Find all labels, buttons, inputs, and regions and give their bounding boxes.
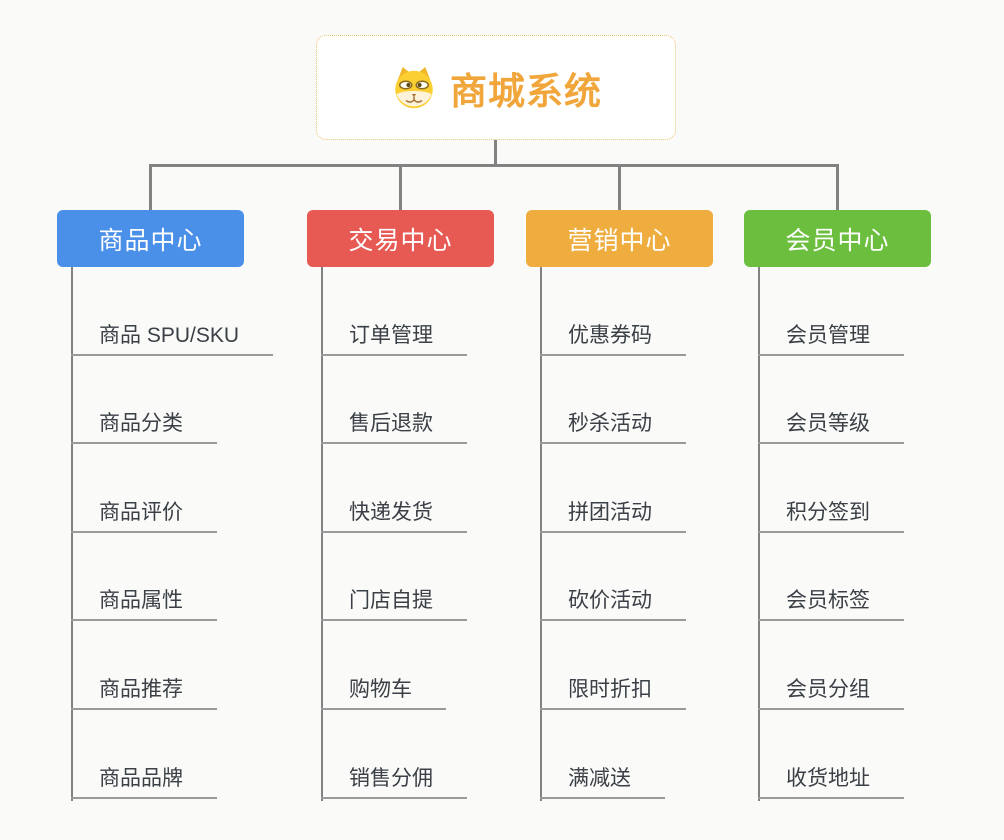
leaf-node[interactable]: 收货地址 — [758, 763, 904, 799]
leaf-node[interactable]: 销售分佣 — [321, 763, 467, 799]
leaf-node[interactable]: 商品 SPU/SKU — [71, 320, 274, 356]
trunk-trade — [321, 267, 323, 801]
trunk-marketing — [540, 267, 542, 801]
leaf-node[interactable]: 积分签到 — [758, 497, 904, 533]
root-node-mall-system[interactable]: 商城系统 — [316, 35, 676, 140]
leaf-node[interactable]: 商品品牌 — [71, 763, 217, 799]
dog-face-icon — [395, 66, 433, 108]
connector-drop-product — [149, 164, 152, 210]
leaf-node[interactable]: 商品属性 — [71, 585, 217, 621]
branch-node-trade-center[interactable]: 交易中心 — [307, 210, 494, 267]
branch-node-member-center[interactable]: 会员中心 — [744, 210, 931, 267]
leaf-node[interactable]: 限时折扣 — [540, 674, 686, 710]
leaf-node[interactable]: 商品分类 — [71, 408, 217, 444]
leaf-node[interactable]: 商品评价 — [71, 497, 217, 533]
leaf-node[interactable]: 购物车 — [321, 674, 446, 710]
connector-drop-member — [836, 164, 839, 210]
leaf-node[interactable]: 商品推荐 — [71, 674, 217, 710]
leaf-node[interactable]: 会员管理 — [758, 320, 904, 356]
trunk-product — [71, 267, 73, 801]
leaf-node[interactable]: 会员标签 — [758, 585, 904, 621]
leaf-node[interactable]: 快递发货 — [321, 497, 467, 533]
leaf-node[interactable]: 订单管理 — [321, 320, 467, 356]
connector-drop-marketing — [618, 164, 621, 210]
leaf-node[interactable]: 满减送 — [540, 763, 665, 799]
root-title: 商城系统 — [450, 70, 602, 112]
connector-drop-trade — [399, 164, 402, 210]
branch-node-product-center[interactable]: 商品中心 — [57, 210, 244, 267]
leaf-node[interactable]: 秒杀活动 — [540, 408, 686, 444]
connector-root-drop — [494, 140, 497, 166]
leaf-node[interactable]: 售后退款 — [321, 408, 467, 444]
leaf-node[interactable]: 门店自提 — [321, 585, 467, 621]
leaf-node[interactable]: 砍价活动 — [540, 585, 686, 621]
branch-node-marketing-center[interactable]: 营销中心 — [526, 210, 713, 267]
connector-bus — [149, 164, 839, 167]
trunk-member — [758, 267, 760, 801]
leaf-node[interactable]: 优惠券码 — [540, 320, 686, 356]
leaf-node[interactable]: 会员分组 — [758, 674, 904, 710]
leaf-node[interactable]: 会员等级 — [758, 408, 904, 444]
leaf-node[interactable]: 拼团活动 — [540, 497, 686, 533]
